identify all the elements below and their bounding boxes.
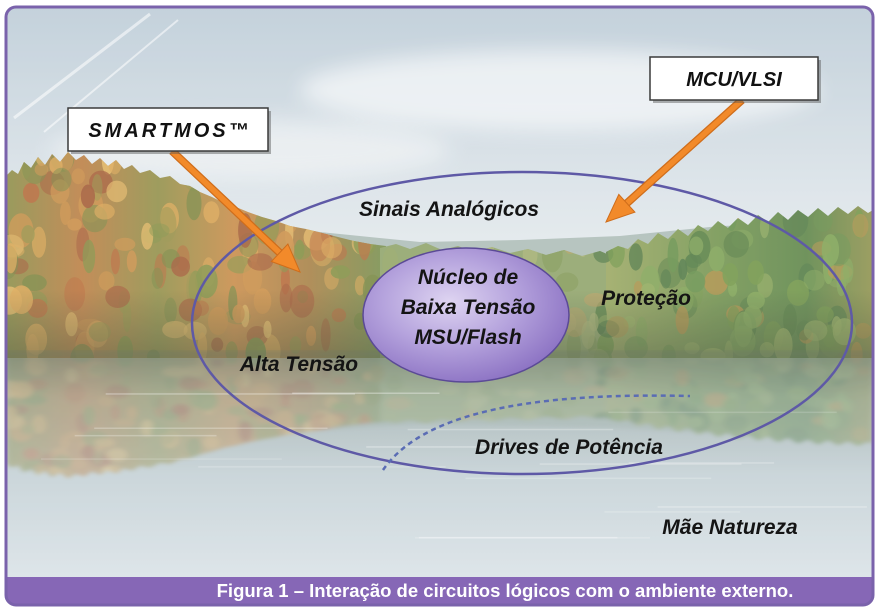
label-drives-de-potencia: Drives de Potência [475,436,663,459]
label-sinais-analogicos: Sinais Analógicos [359,198,539,221]
label-mae-natureza: Mãe Natureza [662,516,798,539]
core-label-line-1: Núcleo de [418,266,519,289]
figure-frame [4,5,875,607]
power-drive-dashed-boundary [381,394,691,471]
figure-caption: Figura 1 – Interação de circuitos lógico… [217,580,794,601]
contrail-streaks [13,12,179,133]
core-ellipse [362,247,570,383]
core-label-line-3: MSU/Flash [414,326,521,349]
outer-domain-ellipse [190,170,854,476]
label-alta-tensao: Alta Tensão [239,353,358,376]
smartmos-arrow [169,148,301,273]
smartmos-box: SMARTMOS™ [67,107,271,154]
mcu-vlsi-arrowhead [605,193,636,223]
mcu-vlsi-label: MCU/VLSI [686,69,782,91]
smartmos-label: SMARTMOS™ [88,120,251,142]
mcu-vlsi-box: MCU/VLSI [649,56,821,103]
core-label-line-2: Baixa Tensão [401,296,536,319]
caption-bar [6,577,873,605]
label-protecao: Proteção [601,287,691,310]
smartmos-arrowhead [270,243,301,273]
mcu-vlsi-arrow [605,97,745,223]
